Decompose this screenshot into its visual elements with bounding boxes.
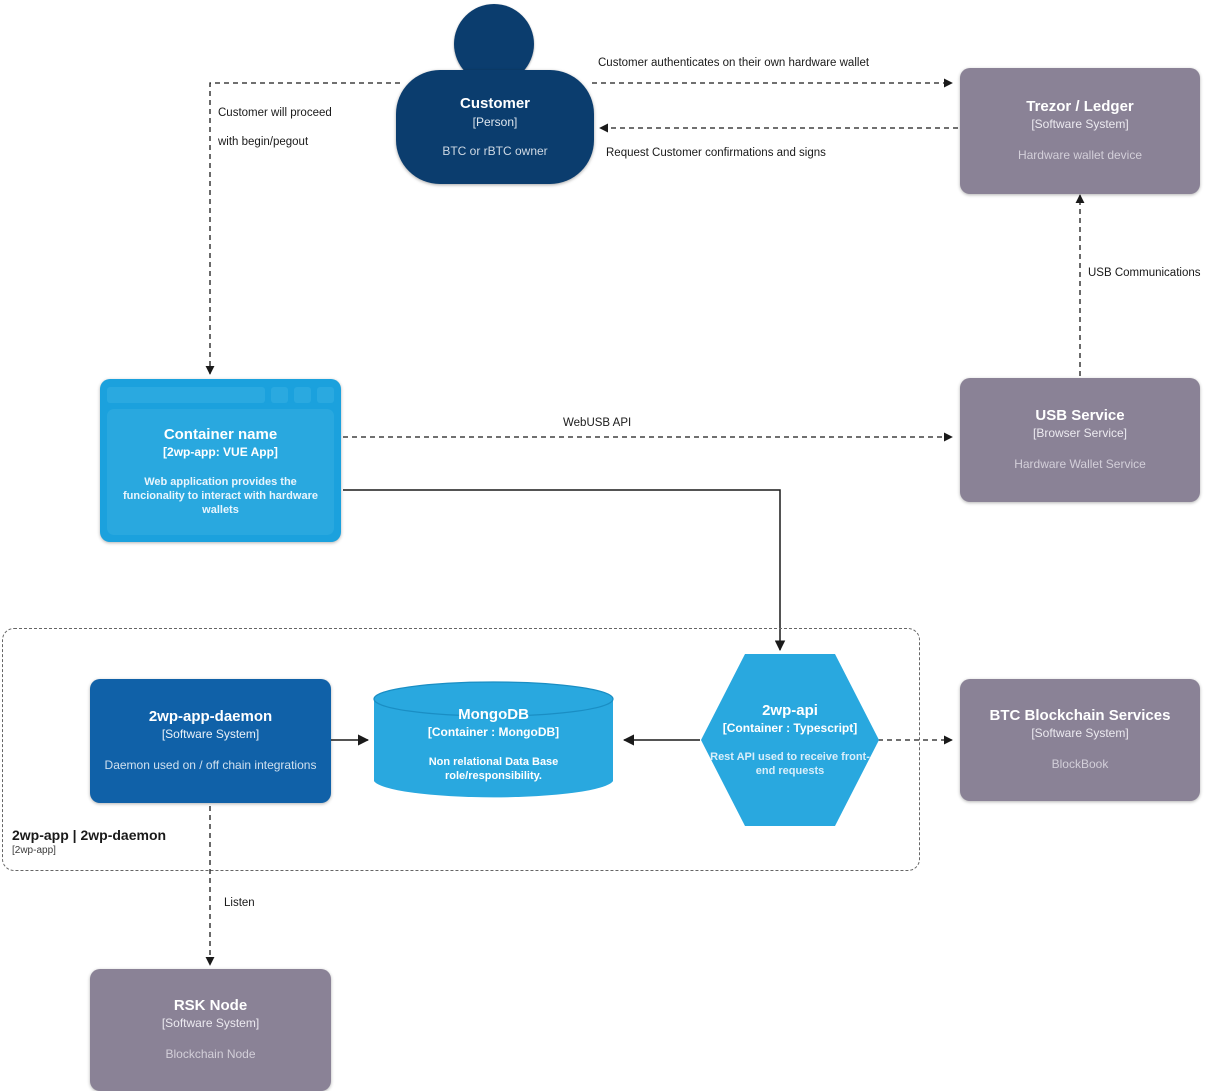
boundary-2wp-app: [2, 628, 920, 871]
node-customer-tech: [Person]: [472, 114, 518, 129]
node-btc-blockchain-services-title: BTC Blockchain Services: [989, 707, 1171, 725]
node-rsk-node-desc: Blockchain Node: [165, 1047, 256, 1062]
node-2wp-app-daemon-tech: [Software System]: [161, 727, 260, 742]
node-btc-blockchain-services[interactable]: BTC Blockchain Services [Software System…: [960, 679, 1200, 801]
edge-label-listen: Listen: [224, 897, 255, 909]
person-body: Customer [Person] BTC or rBTC owner: [396, 70, 594, 184]
edge-customer-to-container: [205, 82, 400, 375]
hexagon-shape: [701, 654, 879, 826]
node-2wp-app-daemon-desc: Daemon used on / off chain integrations: [104, 758, 317, 773]
node-mongodb-text: MongoDB [Container : MongoDB] Non relati…: [373, 681, 614, 799]
node-rsk-node-tech: [Software System]: [161, 1016, 260, 1031]
node-rsk-node[interactable]: RSK Node [Software System] Blockchain No…: [90, 969, 331, 1091]
node-2wp-app-daemon-title: 2wp-app-daemon: [148, 708, 273, 726]
database-cylinder-shape: [373, 681, 614, 798]
boundary-name: 2wp-app | 2wp-daemon: [12, 827, 167, 843]
node-container-name-tech: [2wp-app: VUE App]: [163, 444, 278, 459]
edge-label-webusb-api: WebUSB API: [563, 417, 632, 429]
node-mongodb-title: MongoDB: [458, 706, 529, 724]
node-customer[interactable]: Customer [Person] BTC or rBTC owner: [396, 4, 594, 184]
node-container-name-desc: Web application provides the funcionalit…: [123, 475, 318, 517]
edge-label-trezor-to-customer: Request Customer confirmations and signs: [606, 147, 826, 159]
browser-content: Container name [2wp-app: VUE App] Web ap…: [107, 409, 334, 535]
node-trezor-ledger-title: Trezor / Ledger: [1026, 98, 1134, 116]
node-btc-blockchain-services-desc: BlockBook: [1051, 757, 1109, 772]
node-container-name-title: Container name: [163, 426, 278, 444]
node-customer-title: Customer: [459, 94, 530, 112]
node-2wp-api-desc: Rest API used to receive front-end reque…: [710, 750, 870, 777]
node-2wp-api-title: 2wp-api: [762, 701, 818, 719]
node-2wp-api[interactable]: 2wp-api [Container : Typescript] Rest AP…: [700, 653, 880, 827]
boundary-label: 2wp-app | 2wp-daemon [2wp-app]: [12, 827, 166, 856]
node-trezor-ledger[interactable]: Trezor / Ledger [Software System] Hardwa…: [960, 68, 1200, 194]
node-mongodb-tech: [Container : MongoDB]: [427, 725, 560, 740]
node-mongodb-desc: Non relational Data Base role/responsibi…: [428, 756, 559, 783]
node-mongodb[interactable]: MongoDB [Container : MongoDB] Non relati…: [373, 681, 614, 799]
browser-button-icon-3: [317, 387, 334, 403]
browser-title-bar: [107, 386, 334, 404]
node-usb-service-desc: Hardware Wallet Service: [1014, 457, 1146, 472]
node-2wp-api-text: 2wp-api [Container : Typescript] Rest AP…: [700, 653, 880, 827]
edge-container-to-api: [343, 489, 786, 652]
node-container-name[interactable]: Container name [2wp-app: VUE App] Web ap…: [100, 379, 341, 542]
node-trezor-ledger-desc: Hardware wallet device: [1017, 148, 1143, 163]
node-usb-service-tech: [Browser Service]: [1032, 426, 1128, 441]
browser-address-bar: [107, 387, 265, 403]
edge-label-customer-to-container-line1: Customer will proceed: [218, 107, 332, 119]
node-trezor-ledger-tech: [Software System]: [1031, 117, 1129, 132]
node-2wp-app-daemon[interactable]: 2wp-app-daemon [Software System] Daemon …: [90, 679, 331, 803]
browser-button-icon-1: [271, 387, 288, 403]
edge-label-customer-to-container-line2: with begin/pegout: [218, 136, 309, 148]
node-btc-blockchain-services-tech: [Software System]: [1031, 726, 1129, 741]
node-rsk-node-title: RSK Node: [173, 997, 248, 1015]
node-2wp-api-tech: [Container : Typescript]: [722, 720, 858, 735]
browser-button-icon-2: [294, 387, 311, 403]
boundary-tech: [2wp-app]: [12, 845, 56, 856]
edge-label-usb-communications: USB Communications: [1088, 267, 1201, 279]
node-usb-service[interactable]: USB Service [Browser Service] Hardware W…: [960, 378, 1200, 502]
node-customer-desc: BTC or rBTC owner: [442, 143, 548, 158]
edge-label-customer-to-trezor: Customer authenticates on their own hard…: [598, 57, 870, 69]
node-usb-service-title: USB Service: [1035, 407, 1125, 425]
